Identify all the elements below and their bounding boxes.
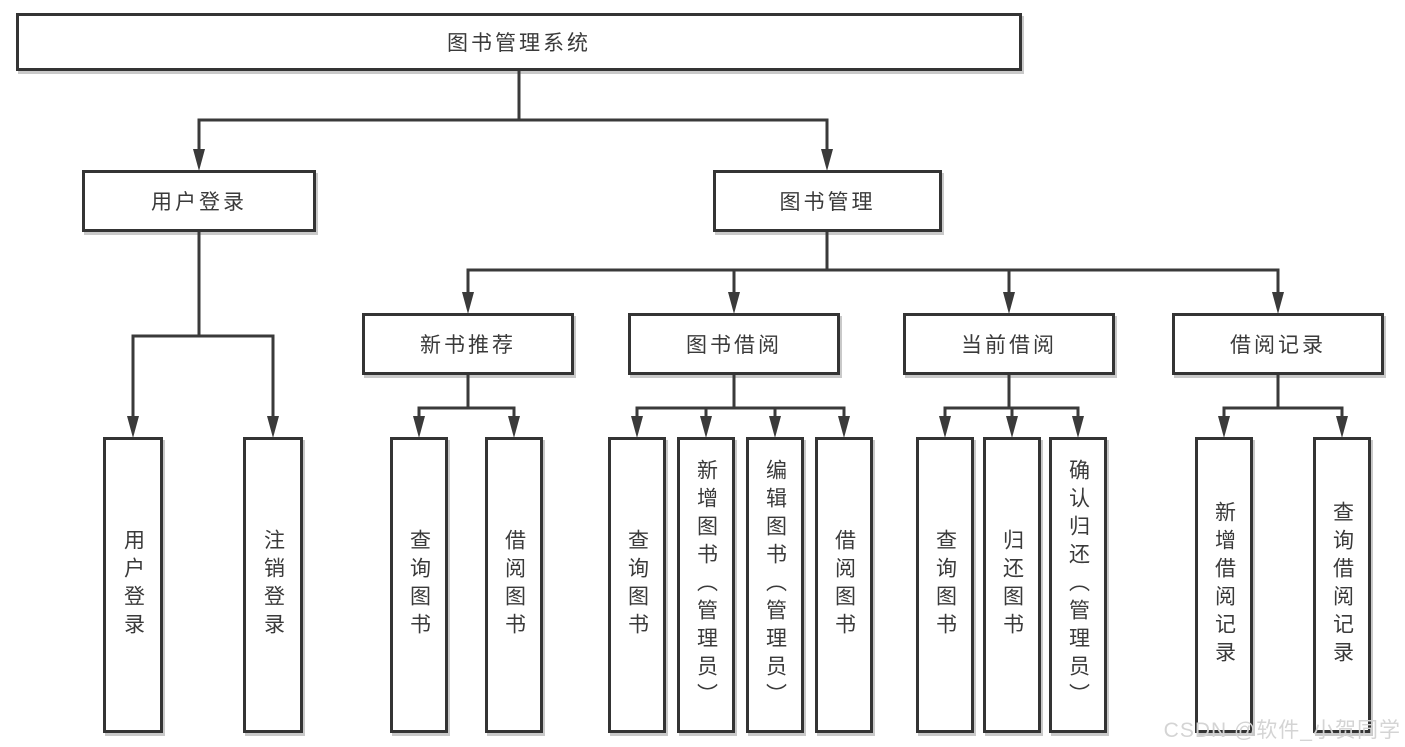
leaf-recommend-query-books: 查询图书: [390, 437, 448, 733]
node-borrowing-records-label: 借阅记录: [1230, 334, 1326, 357]
leaf-borrowing-edit-books-admin-label: 编辑图书（管理员）: [763, 459, 787, 711]
node-current-borrowing: 当前借阅: [903, 313, 1115, 375]
node-user-login-label: 用户登录: [151, 191, 247, 214]
leaf-current-confirm-return-admin: 确认归还（管理员）: [1049, 437, 1107, 733]
leaf-records-add-record-label: 新增借阅记录: [1212, 501, 1236, 669]
leaf-borrowing-borrow-books: 借阅图书: [815, 437, 873, 733]
leaf-borrowing-add-books-admin-label: 新增图书（管理员）: [694, 459, 718, 711]
leaf-records-query-record: 查询借阅记录: [1313, 437, 1371, 733]
node-book-borrowing: 图书借阅: [628, 313, 840, 375]
node-borrowing-records: 借阅记录: [1172, 313, 1384, 375]
leaf-recommend-borrow-books-label: 借阅图书: [502, 529, 526, 641]
leaf-borrowing-add-books-admin: 新增图书（管理员）: [677, 437, 735, 733]
leaf-records-add-record: 新增借阅记录: [1195, 437, 1253, 733]
leaf-records-query-record-label: 查询借阅记录: [1330, 501, 1354, 669]
leaf-borrowing-borrow-books-label: 借阅图书: [832, 529, 856, 641]
leaf-user-login-label: 用户登录: [121, 529, 145, 641]
leaf-borrowing-edit-books-admin: 编辑图书（管理员）: [746, 437, 804, 733]
node-current-borrowing-label: 当前借阅: [961, 334, 1057, 357]
node-user-login: 用户登录: [82, 170, 316, 232]
leaf-borrowing-query-books-label: 查询图书: [625, 529, 649, 641]
leaf-recommend-borrow-books: 借阅图书: [485, 437, 543, 733]
leaf-current-query-books: 查询图书: [916, 437, 974, 733]
node-new-book-recommend-label: 新书推荐: [420, 334, 516, 357]
node-new-book-recommend: 新书推荐: [362, 313, 574, 375]
node-book-management-label: 图书管理: [779, 191, 876, 214]
leaf-user-login: 用户登录: [103, 437, 163, 733]
csdn-watermark: CSDN @软件_小贺同学: [1163, 719, 1401, 742]
leaf-logout-label: 注销登录: [261, 529, 285, 641]
leaf-recommend-query-books-label: 查询图书: [407, 529, 431, 641]
leaf-current-query-books-label: 查询图书: [933, 529, 957, 641]
leaf-current-return-books: 归还图书: [983, 437, 1041, 733]
leaf-current-confirm-return-admin-label: 确认归还（管理员）: [1066, 459, 1090, 711]
node-book-borrowing-label: 图书借阅: [686, 334, 782, 357]
node-library-system-label: 图书管理系统: [447, 32, 591, 55]
leaf-current-return-books-label: 归还图书: [1000, 529, 1024, 641]
leaf-borrowing-query-books: 查询图书: [608, 437, 666, 733]
leaf-logout: 注销登录: [243, 437, 303, 733]
node-library-system: 图书管理系统: [16, 13, 1022, 71]
node-book-management: 图书管理: [713, 170, 942, 232]
